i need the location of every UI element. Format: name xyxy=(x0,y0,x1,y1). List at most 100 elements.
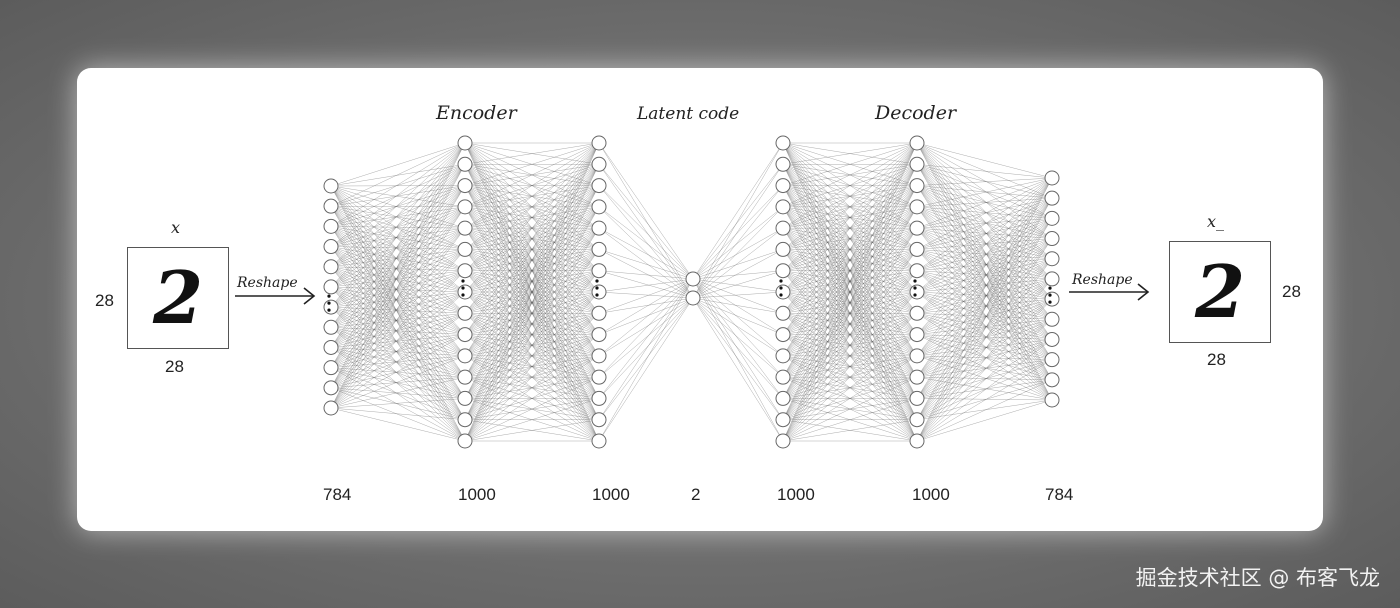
ellipsis-dot xyxy=(595,293,598,296)
input-width-label: 28 xyxy=(165,357,184,377)
neuron-node xyxy=(458,391,472,405)
neuron-node xyxy=(776,157,790,171)
input-reshape-label: Reshape xyxy=(237,275,298,291)
neuron-node xyxy=(324,260,338,274)
neuron-node xyxy=(910,306,924,320)
neuron-node xyxy=(910,221,924,235)
connection-edge xyxy=(693,186,783,279)
neuron-node xyxy=(458,242,472,256)
ellipsis-dot xyxy=(913,286,916,289)
connection-edge xyxy=(331,347,465,377)
output-width-label: 28 xyxy=(1207,350,1226,370)
connection-edge xyxy=(599,186,693,279)
connection-edge xyxy=(693,298,783,398)
neuron-node xyxy=(592,200,606,214)
ellipsis-dot xyxy=(1048,300,1051,303)
connection-edge xyxy=(599,279,693,356)
neuron-node xyxy=(776,306,790,320)
neuron-node xyxy=(776,413,790,427)
neuron-node xyxy=(592,157,606,171)
neuron-node xyxy=(592,242,606,256)
neuron-node xyxy=(324,219,338,233)
neuron-node xyxy=(776,349,790,363)
neuron-node xyxy=(458,221,472,235)
connection-edge xyxy=(331,408,465,441)
watermark: 掘金技术社区 @ 布客飞龙 xyxy=(1136,562,1380,592)
output-label: x_ xyxy=(1207,212,1224,231)
connection-edge xyxy=(599,298,693,377)
neuron-node xyxy=(1045,373,1059,387)
neuron-node xyxy=(686,291,700,305)
ellipsis-dot xyxy=(1048,293,1051,296)
neuron-node xyxy=(910,200,924,214)
connection-edge xyxy=(693,228,783,279)
connection-edge xyxy=(599,249,693,279)
neuron-node xyxy=(458,136,472,150)
connection-edge xyxy=(917,228,1052,238)
connection-edge xyxy=(693,228,783,298)
connection-edge xyxy=(693,164,783,298)
neuron-node xyxy=(910,136,924,150)
neuron-node xyxy=(324,340,338,354)
ellipsis-dot xyxy=(779,286,782,289)
layer-size-label: 1000 xyxy=(458,485,496,505)
ellipsis-dot xyxy=(327,294,330,297)
connection-edge xyxy=(917,186,1052,219)
layer-size-label: 784 xyxy=(1045,485,1073,505)
connection-edge xyxy=(331,143,465,226)
connection-edge xyxy=(331,307,465,441)
neuron-node xyxy=(324,320,338,334)
input-label: x xyxy=(171,218,180,237)
output-reshape-label: Reshape xyxy=(1072,272,1133,288)
neuron-node xyxy=(458,370,472,384)
neuron-node xyxy=(1045,332,1059,346)
neuron-node xyxy=(324,381,338,395)
connection-edge xyxy=(693,186,783,298)
neuron-node xyxy=(324,199,338,213)
neuron-node xyxy=(1045,191,1059,205)
layer-size-label: 1000 xyxy=(912,485,950,505)
connection-edge xyxy=(599,207,693,279)
ellipsis-dot xyxy=(461,286,464,289)
neuron-node xyxy=(910,349,924,363)
layer-size-label: 784 xyxy=(323,485,351,505)
neuron-node xyxy=(686,272,700,286)
input-height-label: 28 xyxy=(95,291,114,311)
connection-edge xyxy=(331,347,465,441)
connection-edge xyxy=(599,279,693,292)
connection-edge xyxy=(693,164,783,279)
connection-edge xyxy=(599,228,693,279)
latent-code-title: Latent code xyxy=(637,104,739,124)
neuron-node xyxy=(458,434,472,448)
connection-edge xyxy=(599,279,693,441)
neuron-node xyxy=(592,179,606,193)
ellipsis-dot xyxy=(1048,286,1051,289)
connection-edge xyxy=(917,178,1052,228)
neuron-node xyxy=(910,413,924,427)
neuron-node xyxy=(458,328,472,342)
layer-size-label: 1000 xyxy=(592,485,630,505)
neuron-node xyxy=(324,401,338,415)
input-digit-glyph: 2 xyxy=(128,248,228,348)
neuron-node xyxy=(1045,353,1059,367)
ellipsis-dot xyxy=(461,279,464,282)
neuron-node xyxy=(910,370,924,384)
neuron-node xyxy=(592,264,606,278)
connection-edge xyxy=(917,400,1052,441)
connection-edge xyxy=(599,279,693,420)
neuron-node xyxy=(1045,393,1059,407)
connection-edge xyxy=(693,298,783,441)
neuron-node xyxy=(910,264,924,278)
ellipsis-dot xyxy=(327,308,330,311)
neuron-node xyxy=(776,264,790,278)
connection-edge xyxy=(599,143,693,279)
neuron-node xyxy=(776,242,790,256)
neuron-node xyxy=(592,221,606,235)
layer-size-label: 1000 xyxy=(777,485,815,505)
neuron-node xyxy=(776,434,790,448)
neuron-node xyxy=(776,328,790,342)
connection-edge xyxy=(599,298,693,441)
connection-edge xyxy=(331,388,465,441)
neuron-node xyxy=(1045,292,1059,306)
connection-edge xyxy=(693,292,783,298)
